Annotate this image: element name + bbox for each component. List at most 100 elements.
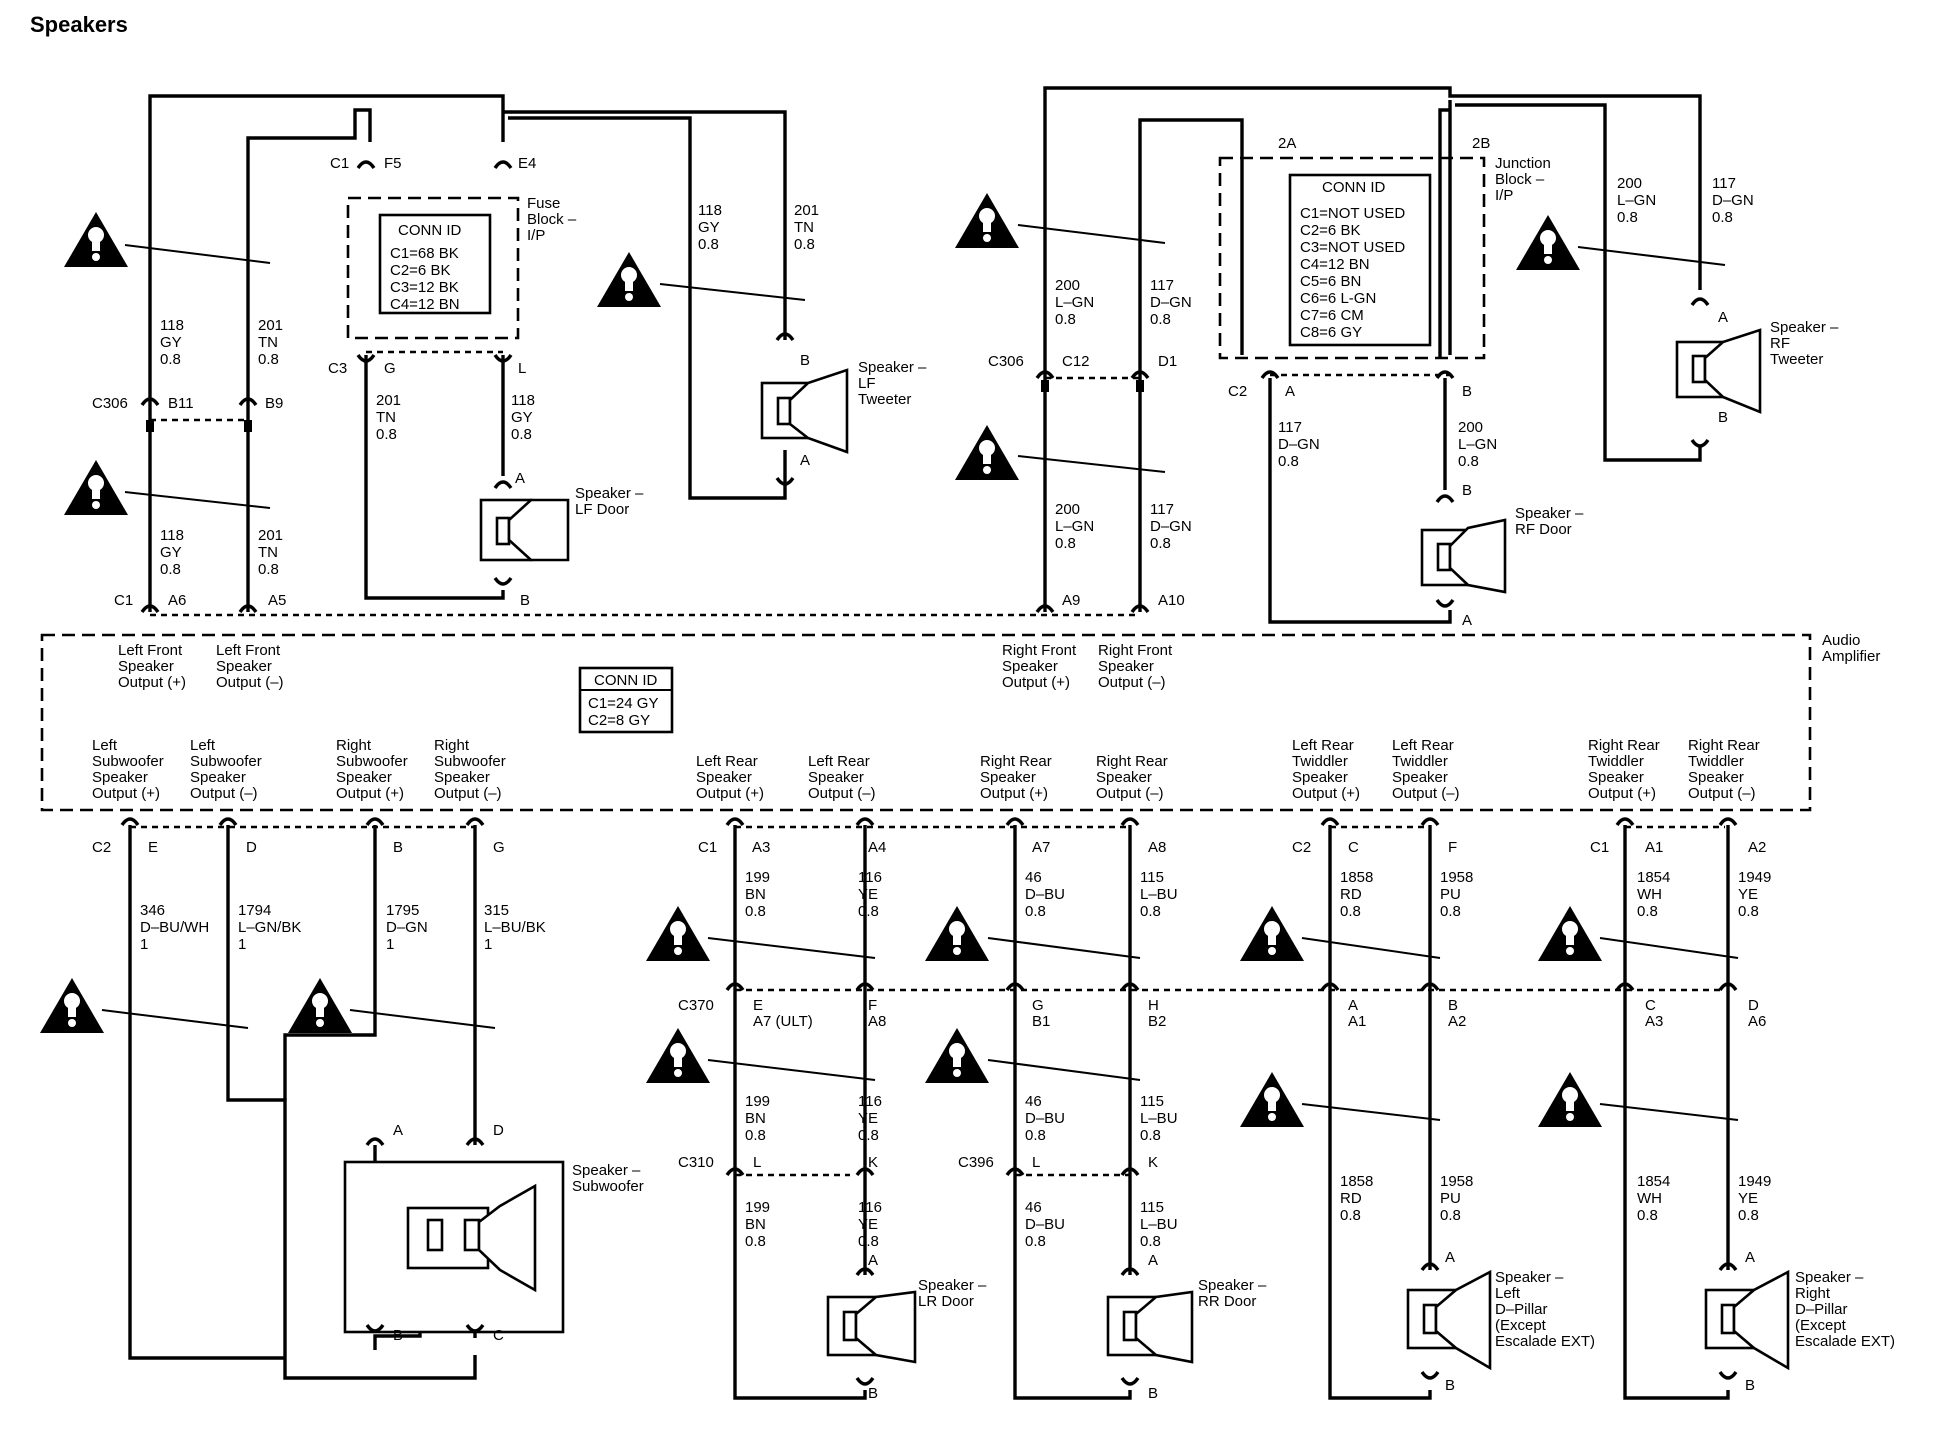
svg-text:A3: A3 (1645, 1013, 1663, 1030)
svg-text:Twiddler: Twiddler (1292, 753, 1348, 770)
warning-icon (1538, 1072, 1739, 1127)
svg-text:Speaker: Speaker (190, 769, 246, 786)
svg-text:46: 46 (1025, 1093, 1042, 1110)
svg-text:RD: RD (1340, 1190, 1362, 1207)
warning-icon (955, 425, 1166, 480)
svg-text:L–GN: L–GN (1617, 192, 1656, 209)
svg-text:118: 118 (160, 317, 184, 334)
svg-text:Output (+): Output (+) (1002, 674, 1070, 691)
svg-text:0.8: 0.8 (1025, 1233, 1046, 1250)
svg-text:B: B (520, 592, 530, 609)
svg-text:RD: RD (1340, 886, 1362, 903)
svg-text:0.8: 0.8 (1712, 209, 1733, 226)
svg-text:1795: 1795 (386, 902, 419, 919)
svg-text:Speaker: Speaker (1688, 769, 1744, 786)
svg-text:Speaker: Speaker (1292, 769, 1348, 786)
svg-text:C4=12 BN: C4=12 BN (1300, 256, 1370, 273)
amp-conn-id-text: CONN ID C1=24 GY C2=8 GY (588, 672, 658, 729)
svg-text:A: A (1745, 1249, 1755, 1266)
svg-text:Left: Left (92, 737, 118, 754)
svg-text:C2: C2 (1228, 383, 1247, 400)
svg-text:C306: C306 (92, 395, 128, 412)
svg-text:Speaker –: Speaker – (1198, 1277, 1267, 1294)
svg-text:YE: YE (858, 886, 878, 903)
svg-text:118: 118 (511, 392, 535, 409)
svg-text:315: 315 (484, 902, 509, 919)
svg-text:Twiddler: Twiddler (1688, 753, 1744, 770)
svg-text:Output (–): Output (–) (808, 785, 876, 802)
svg-text:199: 199 (745, 869, 770, 886)
svg-text:0.8: 0.8 (794, 236, 815, 253)
svg-text:Speaker: Speaker (980, 769, 1036, 786)
svg-text:116: 116 (858, 1199, 882, 1216)
svg-text:0.8: 0.8 (858, 1233, 879, 1250)
svg-text:F: F (1448, 839, 1457, 856)
svg-text:Output (+): Output (+) (980, 785, 1048, 802)
svg-text:Left: Left (190, 737, 216, 754)
svg-text:Speaker –: Speaker – (572, 1162, 641, 1179)
svg-text:RF: RF (1770, 335, 1790, 352)
svg-text:C3=NOT USED: C3=NOT USED (1300, 239, 1405, 256)
svg-text:Output (–): Output (–) (1392, 785, 1460, 802)
svg-text:L: L (518, 360, 526, 377)
svg-text:(Except: (Except (1495, 1317, 1547, 1334)
svg-text:L–BU/BK: L–BU/BK (484, 919, 546, 936)
svg-text:A: A (868, 1252, 878, 1269)
svg-text:Output (–): Output (–) (190, 785, 258, 802)
svg-text:46: 46 (1025, 869, 1042, 886)
svg-text:A1: A1 (1645, 839, 1663, 856)
svg-text:D–GN: D–GN (1150, 518, 1192, 535)
svg-text:E: E (148, 839, 158, 856)
svg-text:Escalade EXT): Escalade EXT) (1795, 1333, 1895, 1350)
svg-text:Left Front: Left Front (216, 642, 281, 659)
svg-text:Right: Right (336, 737, 372, 754)
svg-text:A6: A6 (168, 592, 186, 609)
svg-text:0.8: 0.8 (1637, 903, 1658, 920)
svg-text:L–GN: L–GN (1458, 436, 1497, 453)
svg-text:1858: 1858 (1340, 1173, 1373, 1190)
svg-text:L–GN: L–GN (1055, 294, 1094, 311)
svg-text:0.8: 0.8 (1278, 453, 1299, 470)
svg-text:Output (+): Output (+) (696, 785, 764, 802)
svg-text:L–GN: L–GN (1055, 518, 1094, 535)
svg-text:1858: 1858 (1340, 869, 1373, 886)
svg-text:YE: YE (858, 1216, 878, 1233)
svg-text:0.8: 0.8 (1150, 311, 1171, 328)
svg-text:200: 200 (1617, 175, 1642, 192)
svg-text:B: B (1148, 1385, 1158, 1402)
svg-text:A: A (1148, 1252, 1158, 1269)
svg-text:C1=68 BK: C1=68 BK (390, 245, 459, 262)
svg-text:Output (+): Output (+) (336, 785, 404, 802)
svg-text:C310: C310 (678, 1154, 714, 1171)
svg-text:0.8: 0.8 (1440, 903, 1461, 920)
svg-text:0.8: 0.8 (160, 351, 181, 368)
speaker-rr-door: A B Speaker – RR Door (1106, 1252, 1267, 1402)
svg-text:B11: B11 (168, 395, 194, 412)
svg-text:PU: PU (1440, 886, 1461, 903)
svg-text:0.8: 0.8 (1055, 311, 1076, 328)
svg-text:1949: 1949 (1738, 869, 1771, 886)
fuse-block-label: Fuse Block – I/P (527, 195, 577, 244)
svg-text:Speaker: Speaker (1098, 658, 1154, 675)
svg-text:Speaker: Speaker (92, 769, 148, 786)
svg-text:A: A (1445, 1249, 1455, 1266)
svg-text:Left Front: Left Front (118, 642, 183, 659)
svg-text:Amplifier: Amplifier (1822, 648, 1880, 665)
svg-text:C2: C2 (1292, 839, 1311, 856)
svg-text:B1: B1 (1032, 1013, 1050, 1030)
svg-text:118: 118 (160, 527, 184, 544)
svg-text:A9: A9 (1062, 592, 1080, 609)
svg-text:B: B (868, 1385, 878, 1402)
svg-text:CONN ID: CONN ID (594, 672, 658, 689)
svg-text:199: 199 (745, 1199, 770, 1216)
svg-text:200: 200 (1055, 501, 1080, 518)
svg-text:0.8: 0.8 (1738, 903, 1759, 920)
svg-text:201: 201 (794, 202, 819, 219)
svg-text:A: A (1462, 612, 1472, 629)
svg-text:(Except: (Except (1795, 1317, 1847, 1334)
svg-text:LF Door: LF Door (575, 501, 629, 518)
svg-text:YE: YE (1738, 1190, 1758, 1207)
svg-text:A3: A3 (752, 839, 770, 856)
